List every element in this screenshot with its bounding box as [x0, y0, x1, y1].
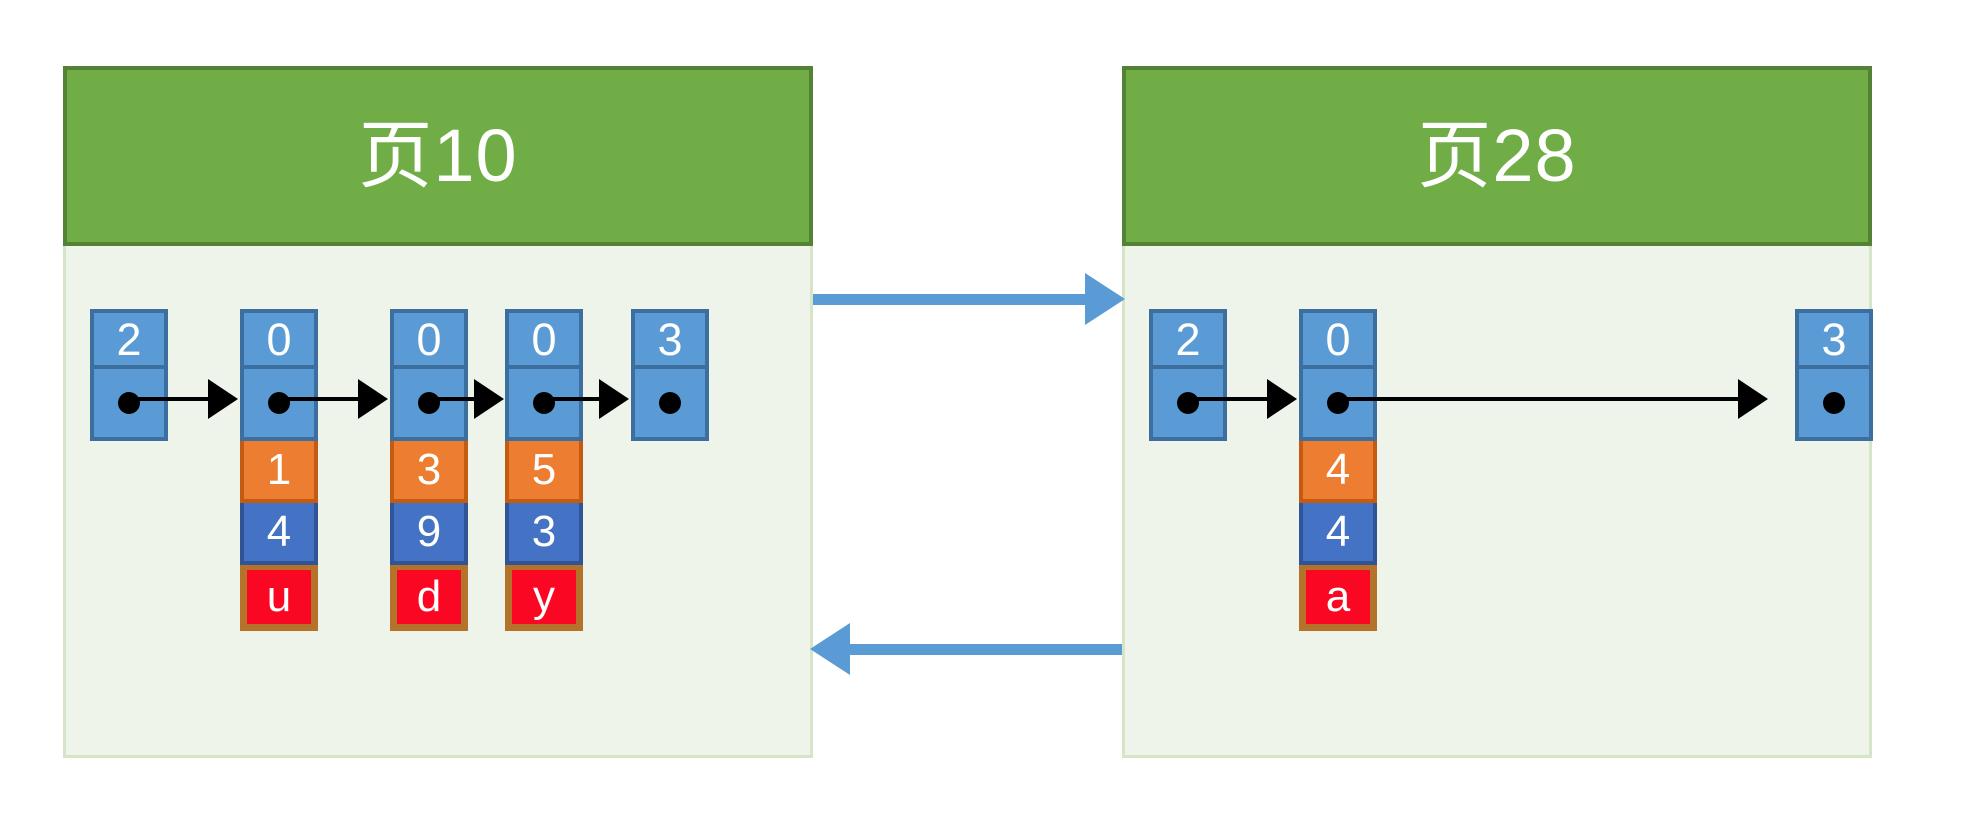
node-pointer-cell [394, 369, 464, 437]
next-pointer-line [1338, 397, 1758, 401]
stack-cell-orange: 3 [390, 441, 468, 503]
list-node[interactable]: 3 [631, 309, 709, 441]
node-box: 0 [1299, 309, 1377, 441]
next-pointer-arrowhead-icon [358, 379, 388, 419]
page-link-forward-line [813, 294, 1088, 305]
node-pointer-cell [1153, 369, 1223, 437]
page-container-right: 页28 2 0 [1122, 66, 1873, 758]
page-container-left: 页10 2 0 [63, 66, 813, 758]
node-pointer-cell [509, 369, 579, 437]
stack-cell-orange: 4 [1299, 441, 1377, 503]
node-key-cell: 0 [1303, 313, 1373, 369]
page-title-left: 页10 [358, 114, 518, 197]
list-node[interactable]: 0 5 3 y [505, 309, 583, 631]
stack-cell-orange: 5 [505, 441, 583, 503]
page-body-right: 2 0 4 4 a [1125, 249, 1873, 755]
pointer-dot-icon [418, 392, 440, 414]
page-body-left: 2 0 1 4 u [66, 249, 810, 755]
pointer-dot-icon [659, 392, 681, 414]
stack-cell-red: y [505, 565, 583, 631]
page-title-right: 页28 [1417, 114, 1577, 197]
node-pointer-cell [1303, 369, 1373, 437]
next-pointer-line [129, 397, 215, 401]
node-key-cell: 0 [509, 313, 579, 369]
stack-cell-red: u [240, 565, 318, 631]
node-key-cell: 3 [635, 313, 705, 369]
stack-cell-red: a [1299, 565, 1377, 631]
list-node[interactable]: 0 1 4 u [240, 309, 318, 631]
node-key-cell: 2 [94, 313, 164, 369]
page-header-left: 页10 [63, 66, 813, 246]
page-link-backward-line [850, 644, 1122, 655]
pointer-dot-icon [118, 392, 140, 414]
pointer-dot-icon [1327, 392, 1349, 414]
stack-cell-blue: 4 [240, 503, 318, 565]
node-pointer-cell [1799, 369, 1869, 437]
node-stack: 4 4 a [1299, 441, 1377, 631]
node-box: 0 [240, 309, 318, 441]
stack-cell-orange: 1 [240, 441, 318, 503]
list-node[interactable]: 2 [1149, 309, 1227, 441]
node-pointer-cell [635, 369, 705, 437]
node-stack: 3 9 d [390, 441, 468, 631]
node-box: 2 [1149, 309, 1227, 441]
pointer-dot-icon [1823, 392, 1845, 414]
node-key-cell: 0 [244, 313, 314, 369]
list-node[interactable]: 3 [1795, 309, 1873, 441]
node-pointer-cell [94, 369, 164, 437]
node-box: 3 [631, 309, 709, 441]
stack-cell-blue: 9 [390, 503, 468, 565]
node-stack: 5 3 y [505, 441, 583, 631]
page-header-right: 页28 [1122, 66, 1872, 246]
node-box: 0 [390, 309, 468, 441]
next-pointer-arrowhead-icon [208, 379, 238, 419]
stack-cell-red: d [390, 565, 468, 631]
next-pointer-line [1188, 397, 1274, 401]
next-pointer-arrowhead-icon [1267, 379, 1297, 419]
list-node[interactable]: 0 3 9 d [390, 309, 468, 631]
next-pointer-arrowhead-icon [1738, 379, 1768, 419]
node-key-cell: 0 [394, 313, 464, 369]
node-stack: 1 4 u [240, 441, 318, 631]
node-box: 0 [505, 309, 583, 441]
next-pointer-line [544, 397, 606, 401]
pointer-dot-icon [1177, 392, 1199, 414]
list-node[interactable]: 0 4 4 a [1299, 309, 1377, 631]
node-pointer-cell [244, 369, 314, 437]
next-pointer-arrowhead-icon [474, 379, 504, 419]
page-link-backward-arrowhead-icon [810, 623, 850, 675]
node-key-cell: 2 [1153, 313, 1223, 369]
next-pointer-line [429, 397, 481, 401]
next-pointer-line [279, 397, 365, 401]
stack-cell-blue: 4 [1299, 503, 1377, 565]
pointer-dot-icon [268, 392, 290, 414]
pointer-dot-icon [533, 392, 555, 414]
page-link-forward-arrowhead-icon [1085, 273, 1125, 325]
node-key-cell: 3 [1799, 313, 1869, 369]
node-box: 3 [1795, 309, 1873, 441]
next-pointer-arrowhead-icon [599, 379, 629, 419]
stack-cell-blue: 3 [505, 503, 583, 565]
list-node[interactable]: 2 [90, 309, 168, 441]
node-box: 2 [90, 309, 168, 441]
